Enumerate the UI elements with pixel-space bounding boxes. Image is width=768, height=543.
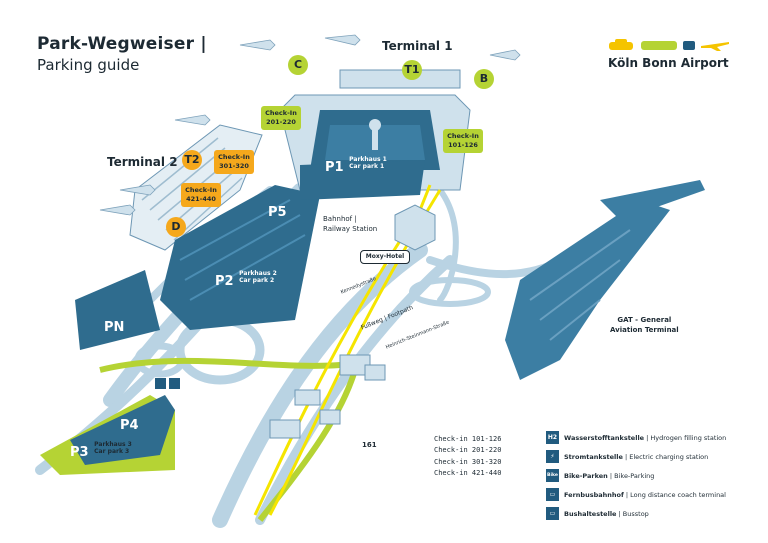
checkin-101-label: Check-In xyxy=(447,132,479,140)
legend-row-hydrogen: H2 Wasserstofftankstelle | Hydrogen fill… xyxy=(546,428,726,447)
p2-name-en: Car park 2 xyxy=(239,277,275,284)
checkin-list-item: Check-in 201-220 xyxy=(434,446,502,455)
electric-charging-icon: ⚡ xyxy=(546,450,559,463)
legend-text: Stromtankstelle | Electric charging stat… xyxy=(564,452,709,461)
checkin-list: Check-in 101-126 Check-in 201-220 Check-… xyxy=(434,434,501,479)
checkin-201-label: Check-In xyxy=(265,109,297,117)
p3-name: Parkhaus 3 xyxy=(94,441,132,448)
small-buildings xyxy=(269,354,386,439)
gat-label: GAT - General Aviation Terminal xyxy=(610,315,679,335)
checkin-421-label: Check-In xyxy=(185,186,217,194)
p1-name-en: Car park 1 xyxy=(349,163,385,170)
terminal-2-label: Terminal 2 xyxy=(107,155,178,169)
page-title: Park-Wegweiser | Parking guide xyxy=(37,34,207,74)
legend-row-busstop: ▭ Bushaltestelle | Busstop xyxy=(546,504,726,523)
legend-de: Fernbusbahnhof xyxy=(564,490,624,499)
moxy-hotel-building xyxy=(394,204,436,251)
checkin-101-range: 101-126 xyxy=(448,141,478,149)
parking-p4-label: P4 xyxy=(120,418,139,433)
parking-pn-area xyxy=(75,270,160,350)
terminal-2-badge: T2 xyxy=(182,150,202,170)
legend-en: Busstop xyxy=(622,509,649,518)
legend-en: Bike-Parking xyxy=(614,471,655,480)
p3-code: P3 xyxy=(70,445,89,460)
legend-text: Bike-Parken | Bike-Parking xyxy=(564,471,655,480)
p1-code: P1 xyxy=(325,160,344,175)
bike-icon: Bike xyxy=(546,469,559,482)
moxy-hotel-label: Moxy-Hotel xyxy=(360,250,410,264)
legend-text: Fernbusbahnhof | Long distance coach ter… xyxy=(564,490,726,499)
bus-stop-icon: ▭ xyxy=(546,507,559,520)
title-sub: Parking guide xyxy=(37,56,140,74)
hydrogen-icon: H2 xyxy=(546,431,559,444)
legend-de: Bushaltestelle xyxy=(564,509,617,518)
p3-name-en: Car park 3 xyxy=(94,448,130,455)
gat-title: GAT - General xyxy=(617,316,672,324)
bus-161-label: 161 xyxy=(362,441,377,449)
p2-code: P2 xyxy=(215,274,234,289)
plane-icon xyxy=(701,42,729,51)
checkin-301-box: Check-In 301-320 xyxy=(214,150,254,174)
checkin-301-range: 301-320 xyxy=(219,162,249,170)
legend-de: Stromtankstelle xyxy=(564,452,623,461)
terminal-1-label: Terminal 1 xyxy=(382,39,453,53)
gat-subtitle: Aviation Terminal xyxy=(610,326,679,334)
hydrogen-station-marker xyxy=(155,378,166,389)
parkhaus-1-building xyxy=(300,160,425,200)
p2-name: Parkhaus 2 xyxy=(239,270,277,277)
legend-text: Bushaltestelle | Busstop xyxy=(564,509,649,518)
gate-c-badge: C xyxy=(288,55,308,75)
railway-station-en: Railway Station xyxy=(323,225,378,233)
terminal-1-badge: T1 xyxy=(402,60,422,80)
p1-name: Parkhaus 1 xyxy=(349,156,387,163)
checkin-list-item: Check-in 301-320 xyxy=(434,457,502,466)
parking-pn-label: PN xyxy=(104,320,125,335)
checkin-421-range: 421-440 xyxy=(186,195,216,203)
legend-row-bike: Bike Bike-Parken | Bike-Parking xyxy=(546,466,726,485)
legend-text: Wasserstofftankstelle | Hydrogen filling… xyxy=(564,433,727,442)
checkin-list-item: Check-in 101-126 xyxy=(434,435,502,443)
brand-icons xyxy=(609,39,729,51)
bahnhof-label: Bahnhof | xyxy=(323,215,357,223)
checkin-301-label: Check-In xyxy=(218,153,250,161)
railway-station-label: Bahnhof | Railway Station xyxy=(323,214,377,234)
legend-row-coach: ▭ Fernbusbahnhof | Long distance coach t… xyxy=(546,485,726,504)
gat-area xyxy=(505,180,705,380)
checkin-201-box: Check-In 201-220 xyxy=(261,106,301,130)
parkhaus-2-building xyxy=(160,185,320,330)
checkin-list-item: Check-in 421-440 xyxy=(434,468,502,477)
brand-name: Köln Bonn Airport xyxy=(608,56,729,70)
gate-b-badge: B xyxy=(474,69,494,89)
legend-de: Wasserstofftankstelle xyxy=(564,433,645,442)
airplane-icons xyxy=(99,34,521,216)
coach-icon: ▭ xyxy=(546,488,559,501)
gate-d-badge: D xyxy=(166,217,186,237)
title-main: Park-Wegweiser | xyxy=(37,34,207,54)
legend-en: Long distance coach terminal xyxy=(630,490,726,499)
legend-row-electric: ⚡ Stromtankstelle | Electric charging st… xyxy=(546,447,726,466)
parking-p5-label: P5 xyxy=(268,205,287,220)
checkin-421-box: Check-In 421-440 xyxy=(181,183,221,207)
legend: H2 Wasserstofftankstelle | Hydrogen fill… xyxy=(546,428,726,523)
legend-en: Electric charging station xyxy=(629,452,709,461)
car-icon xyxy=(609,39,633,50)
parkhaus-3-area xyxy=(40,395,175,475)
legend-en: Hydrogen filling station xyxy=(650,433,727,442)
legend-de: Bike-Parken xyxy=(564,471,608,480)
luggage-icon xyxy=(683,41,695,50)
checkin-101-box: Check-In 101-126 xyxy=(443,129,483,153)
checkin-201-range: 201-220 xyxy=(266,118,296,126)
train-icon xyxy=(641,41,677,50)
